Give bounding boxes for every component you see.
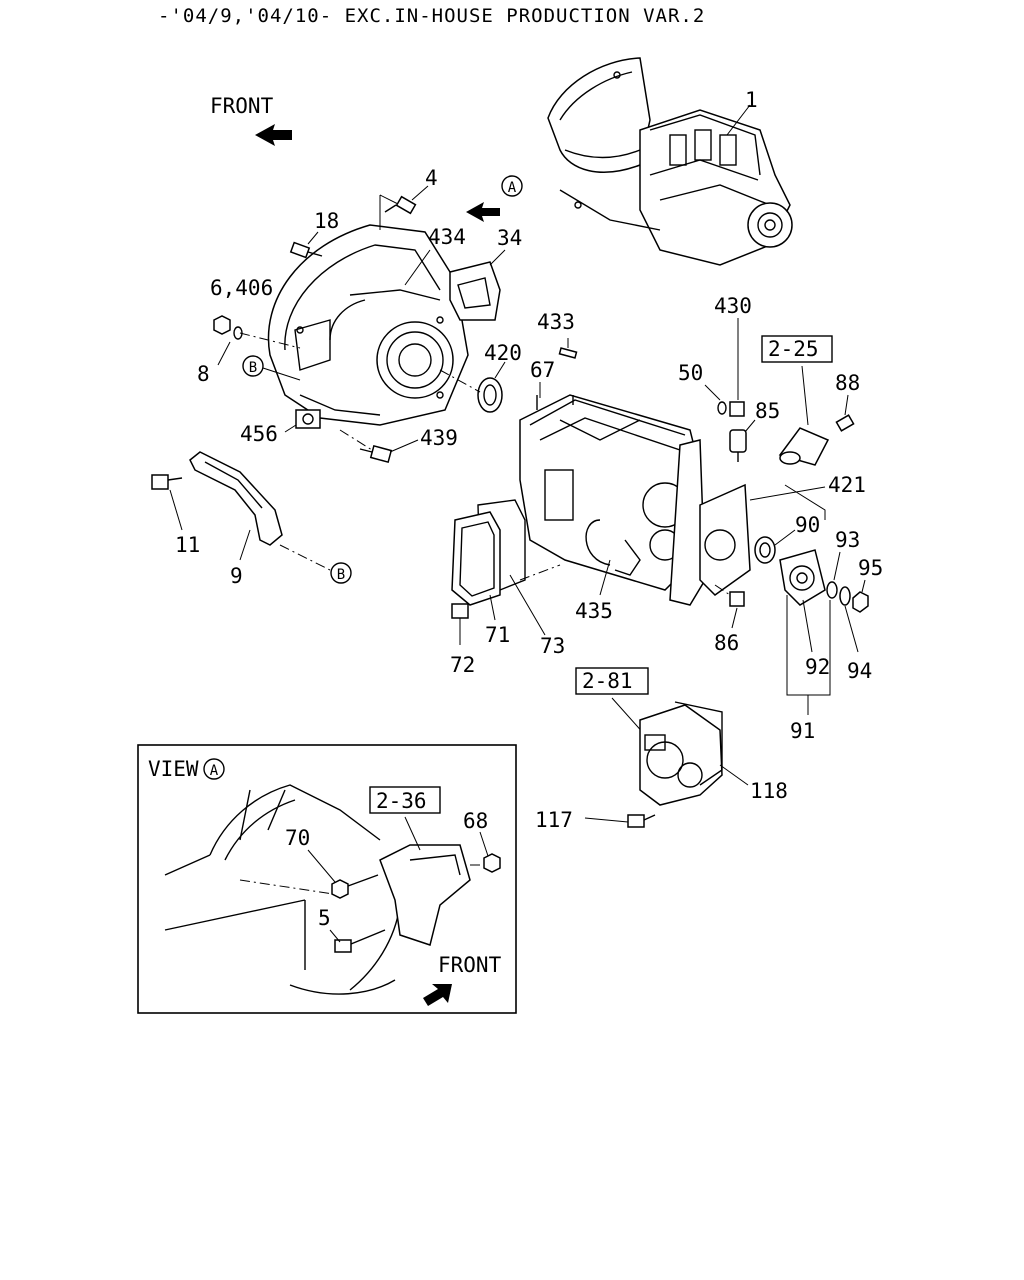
seal-90 [754, 536, 776, 564]
washer-94 [839, 586, 851, 606]
part-label-8: 8 [197, 362, 210, 386]
cover-71 [451, 511, 501, 606]
ref-b-letter-1: B [249, 360, 257, 376]
end-plate-421 [699, 483, 751, 596]
inset-view-a-circle [203, 758, 225, 780]
part-label-1: 1 [745, 88, 758, 112]
nut-95 [852, 591, 869, 613]
ref-2-25: 2-25 [768, 337, 819, 361]
bolt-4 [384, 195, 417, 215]
ref-box-2-25 [761, 335, 833, 363]
nut-68 [483, 853, 501, 873]
view-a-arrow [466, 202, 500, 222]
ref-2-81: 2-81 [582, 669, 633, 693]
bolt-86 [729, 591, 745, 607]
part-label-421: 421 [828, 473, 866, 497]
part-label-420: 420 [484, 341, 522, 365]
front-arrow-top [255, 124, 292, 146]
part-label-91: 91 [790, 719, 815, 743]
nut-6 [213, 315, 231, 335]
bolt-72 [451, 603, 469, 619]
part-label-430: 430 [714, 294, 752, 318]
part-label-85: 85 [755, 399, 780, 423]
part-label-92: 92 [805, 655, 830, 679]
part-label-73: 73 [540, 634, 565, 658]
washer-50 [717, 401, 727, 415]
inset-view-a-frame [137, 744, 517, 1014]
part-label-95: 95 [858, 556, 883, 580]
cover-34 [449, 261, 501, 321]
nut-70 [331, 879, 349, 899]
inset-view-label: VIEW [148, 757, 199, 781]
part-label-433: 433 [537, 310, 575, 334]
inset-housing-sketch [164, 784, 401, 995]
view-a-circle [501, 175, 523, 197]
ref-b-letter-2: B [337, 567, 345, 583]
part-label-93: 93 [835, 528, 860, 552]
part-label-434: 434 [428, 225, 466, 249]
transmission-assembly [547, 57, 793, 266]
side-plate [669, 439, 706, 606]
ref-2-36: 2-36 [376, 789, 427, 813]
speed-sensor [778, 427, 830, 466]
part-label-90: 90 [795, 513, 820, 537]
ref-box-2-81 [575, 667, 649, 695]
diagram-header: -'04/9,'04/10- EXC.IN-HOUSE PRODUCTION V… [158, 5, 705, 27]
part-label-68: 68 [463, 809, 488, 833]
part-label-34: 34 [497, 226, 522, 250]
part-label-67: 67 [530, 358, 555, 382]
part-label-70: 70 [285, 826, 310, 850]
ref-box-2-36 [369, 786, 441, 814]
flange-92 [779, 549, 826, 606]
part-label-439: 439 [420, 426, 458, 450]
plug-18 [289, 241, 323, 259]
o-ring-93 [826, 581, 838, 599]
bolt-117 [627, 814, 645, 828]
switch-85 [729, 429, 747, 462]
clutch-housing [267, 224, 469, 426]
part-label-71: 71 [485, 623, 510, 647]
part-label-117: 117 [535, 808, 573, 832]
front-label-top: FRONT [210, 94, 274, 118]
part-label-435: 435 [575, 599, 613, 623]
ref-b-circle-2 [330, 562, 352, 584]
bolt-439 [359, 444, 393, 464]
inset-bracket [379, 844, 471, 946]
front-arrow-inset [423, 984, 452, 1006]
part-label-86: 86 [714, 631, 739, 655]
bolt-430 [729, 401, 745, 417]
bolt-5 [334, 939, 352, 953]
part-456 [295, 409, 321, 429]
bolt-88 [835, 414, 855, 432]
inset-view-a-letter: A [210, 763, 219, 779]
part-433 [558, 347, 578, 359]
part-label-88: 88 [835, 371, 860, 395]
part-label-18: 18 [314, 209, 339, 233]
part-label-456: 456 [240, 422, 278, 446]
part-label-6-406: 6,406 [210, 276, 273, 300]
part-label-118: 118 [750, 779, 788, 803]
part-label-11: 11 [175, 533, 200, 557]
pto-unit [639, 701, 723, 806]
part-label-5: 5 [318, 906, 331, 930]
part-label-50: 50 [678, 361, 703, 385]
part-label-72: 72 [450, 653, 475, 677]
front-label-inset: FRONT [438, 953, 502, 977]
ref-b-circle-1 [242, 355, 264, 377]
part-label-4: 4 [425, 166, 438, 190]
oil-seal-420 [477, 377, 503, 413]
part-label-9: 9 [230, 564, 243, 588]
bolt-11 [151, 474, 183, 490]
bracket-9 [189, 451, 283, 546]
part-label-94: 94 [847, 659, 872, 683]
view-a-letter: A [508, 180, 517, 196]
